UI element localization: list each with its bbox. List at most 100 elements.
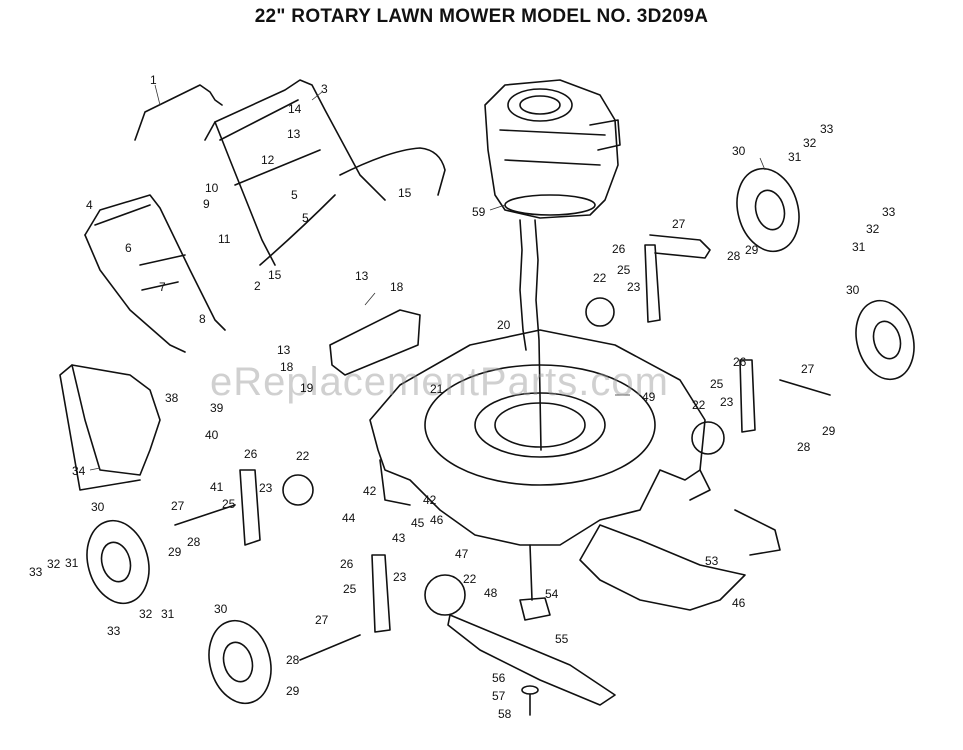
wheel-front-left-a xyxy=(86,519,150,605)
callout-c28d: 28 xyxy=(286,653,300,667)
height-adjuster-b xyxy=(739,359,756,433)
callout-c33a: 33 xyxy=(820,122,834,136)
callout-c30d: 30 xyxy=(214,602,228,616)
gear-plate-c xyxy=(282,474,314,506)
callout-c31c: 31 xyxy=(65,556,79,570)
callout-c32d: 32 xyxy=(139,607,153,621)
callout-c15b: 15 xyxy=(268,268,282,282)
callout-c31b: 31 xyxy=(852,240,866,254)
callout-c25a: 25 xyxy=(617,263,631,277)
control-cable xyxy=(259,194,336,266)
callout-c27d: 27 xyxy=(315,613,329,627)
diagram-title: 22" ROTARY LAWN MOWER MODEL NO. 3D209A xyxy=(254,6,709,27)
callout-c27c: 27 xyxy=(171,499,185,513)
callout-c22b: 22 xyxy=(692,398,706,412)
callout-c41: 41 xyxy=(210,480,224,494)
callout-c53: 53 xyxy=(705,554,719,568)
lower-handle xyxy=(84,194,226,353)
callout-c45: 45 xyxy=(411,516,425,530)
callout-c14: 14 xyxy=(288,102,302,116)
callout-c48: 48 xyxy=(484,586,498,600)
callout-c30c: 30 xyxy=(91,500,105,514)
callout-c18a: 18 xyxy=(390,280,404,294)
callout-c28a: 28 xyxy=(727,249,741,263)
callout-c42a: 42 xyxy=(363,484,377,498)
callout-c25c: 25 xyxy=(222,497,236,511)
callout-c56: 56 xyxy=(492,671,506,685)
callout-c2: 2 xyxy=(254,279,261,293)
callout-c20: 20 xyxy=(497,318,511,332)
watermark: eReplacementParts.com xyxy=(210,360,669,404)
callout-c57: 57 xyxy=(492,689,506,703)
engine xyxy=(484,79,621,219)
callout-c30a: 30 xyxy=(732,144,746,158)
cutting-blade xyxy=(447,614,616,706)
callout-c27b: 27 xyxy=(801,362,815,376)
callout-c3: 3 xyxy=(321,82,328,96)
height-adjuster-c xyxy=(239,469,261,546)
callout-c13a: 13 xyxy=(287,127,301,141)
callout-c1: 1 xyxy=(150,73,157,87)
callout-c9: 9 xyxy=(203,197,210,211)
callout-c46b: 46 xyxy=(732,596,746,610)
wheel-front-left-b xyxy=(208,619,272,705)
callout-c28c: 28 xyxy=(187,535,201,549)
callout-c23a: 23 xyxy=(627,280,641,294)
height-adjuster-d xyxy=(371,554,391,633)
callout-c39: 39 xyxy=(210,401,224,415)
control-bail xyxy=(134,84,223,141)
throttle-cable xyxy=(339,147,446,196)
callout-c43: 43 xyxy=(392,531,406,545)
rear-baffle xyxy=(329,309,421,376)
callout-c22c: 22 xyxy=(296,449,310,463)
callout-c29b: 29 xyxy=(822,424,836,438)
callout-c13b: 13 xyxy=(355,269,369,283)
callout-c4: 4 xyxy=(86,198,93,212)
mower-deck xyxy=(369,329,711,546)
callout-c30b: 30 xyxy=(846,283,860,297)
callout-c8: 8 xyxy=(199,312,206,326)
callout-c28b: 28 xyxy=(797,440,811,454)
callout-c32b: 32 xyxy=(866,222,880,236)
callout-c33b: 33 xyxy=(882,205,896,219)
callout-c26b: 26 xyxy=(733,355,747,369)
callout-c22d: 22 xyxy=(463,572,477,586)
callout-c15a: 15 xyxy=(398,186,412,200)
callout-c27a: 27 xyxy=(672,217,686,231)
callout-c34: 34 xyxy=(72,464,86,478)
callout-c11: 11 xyxy=(218,232,231,246)
blade-adapter xyxy=(519,597,551,621)
callout-c55: 55 xyxy=(555,632,569,646)
callout-c6: 6 xyxy=(125,241,132,255)
callout-c44: 44 xyxy=(342,511,356,525)
upper-handle xyxy=(204,79,386,266)
gear-plate-b xyxy=(691,421,725,455)
callout-c29d: 29 xyxy=(286,684,300,698)
height-adjuster-a xyxy=(644,244,661,323)
gear-plate-a xyxy=(585,297,615,327)
callout-c18b: 18 xyxy=(280,360,294,374)
callout-c33d: 33 xyxy=(107,624,121,638)
callout-c29c: 29 xyxy=(168,545,182,559)
callout-c19: 19 xyxy=(300,381,314,395)
callout-c5a: 5 xyxy=(291,188,298,202)
gear-plate-d xyxy=(424,574,466,616)
callout-c58: 58 xyxy=(498,707,512,721)
callout-c49: 49 xyxy=(642,390,656,404)
callout-c31d: 31 xyxy=(161,607,175,621)
callout-c12: 12 xyxy=(261,153,275,167)
rear-skirt xyxy=(579,509,781,611)
wheel-rear-right-b xyxy=(855,299,915,381)
grass-bag xyxy=(59,364,161,491)
callout-c25d: 25 xyxy=(343,582,357,596)
callout-c31a: 31 xyxy=(788,150,802,164)
callout-c26a: 26 xyxy=(612,242,626,256)
callout-c38: 38 xyxy=(165,391,179,405)
callout-c32c: 32 xyxy=(47,557,61,571)
callout-c23d: 23 xyxy=(393,570,407,584)
callout-c10: 10 xyxy=(205,181,219,195)
callout-c23b: 23 xyxy=(720,395,734,409)
wheel-rear-right-a xyxy=(736,167,800,253)
callout-c5b: 5 xyxy=(302,211,309,225)
